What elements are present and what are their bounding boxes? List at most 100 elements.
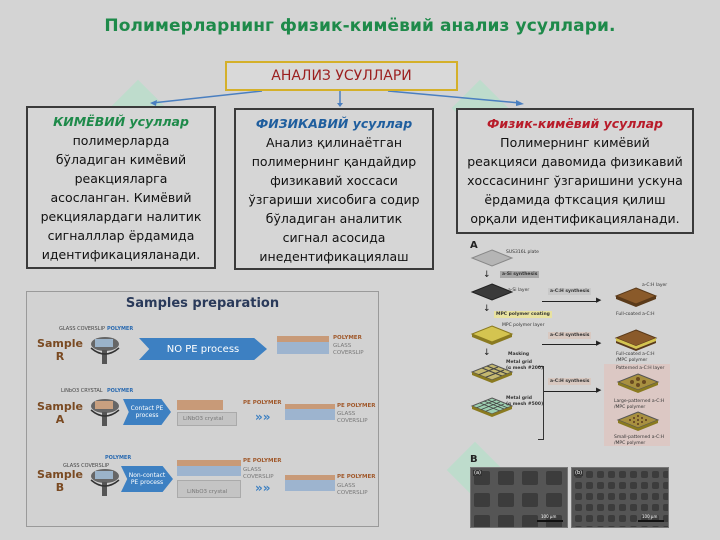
- pe-polymer-label: PE POLYMER: [243, 400, 282, 406]
- result-polymer-label: POLYMER: [333, 335, 362, 341]
- sem-grid-cell: [597, 526, 604, 527]
- sem-grid-cell: [597, 482, 604, 489]
- crystal-block: [177, 480, 241, 498]
- sem-grid-cell: [619, 482, 626, 489]
- sem-tag: (a): [473, 470, 482, 476]
- result-coverslip-label: COVERSLIP: [333, 350, 364, 356]
- sem-grid-cell: [619, 515, 626, 522]
- plate-label: SUS316L plate: [506, 250, 539, 255]
- metal-grid-500-icon: [470, 397, 514, 417]
- pe-polymer-layer: [177, 400, 223, 410]
- sem-grid-cell: [575, 493, 582, 500]
- samples-figure-title: Samples preparation: [125, 296, 280, 311]
- physical-line: сигнал асосида: [282, 230, 386, 245]
- panel-a-letter: A: [470, 240, 478, 251]
- metal-grid-200-icon: [470, 363, 514, 383]
- asi-plate-icon: [470, 283, 514, 301]
- glass-label: GLASS: [243, 467, 262, 473]
- scale-label: 100 μm: [541, 514, 557, 519]
- result-glass-label: GLASS: [337, 411, 356, 417]
- large-patterned-label: Large-patterned a-C:H /MPC polymer: [614, 399, 664, 411]
- sem-grid-cell: [586, 471, 593, 478]
- label-line: Metal grid: [506, 396, 533, 401]
- spin-coater-icon: [90, 337, 120, 364]
- label-line: (α mesh #200): [506, 366, 544, 371]
- down-arrow-icon: ↓: [483, 304, 491, 314]
- process-line: Non-contact: [128, 472, 166, 479]
- sem-grid-cell: [630, 471, 637, 478]
- polymer-layer: [277, 336, 329, 342]
- sem-grid-cell: [586, 526, 593, 527]
- scale-bar: [638, 520, 664, 522]
- chemical-line: сигналллар ёрдамида: [47, 228, 195, 243]
- sem-image-large-pattern: (a) 100 μm: [470, 467, 568, 528]
- physicochemical-line: Полимернинг кимёвий: [500, 135, 650, 150]
- chemical-methods-heading: КИМЁВИЙ усуллар: [53, 114, 189, 129]
- physical-line: инедентификациялаш: [259, 249, 409, 264]
- sem-grid-cell: [498, 471, 514, 485]
- masking-label: Masking: [508, 352, 530, 357]
- contact-pe-process-arrow: Contact PE process: [123, 399, 171, 425]
- right-arrowhead-icon: ▶: [596, 296, 602, 304]
- physicochemical-line: орқали идентификацияланади.: [470, 211, 680, 226]
- sem-image-small-pattern: (b) 100 μm: [571, 467, 669, 528]
- coverslip-label: COVERSLIP: [243, 474, 274, 480]
- sem-grid-cell: [586, 504, 593, 511]
- sem-grid-cell: [663, 471, 668, 478]
- connector-physchem: [387, 90, 521, 104]
- chemical-line: идентификацияланади.: [41, 247, 201, 262]
- sem-grid-cell: [630, 504, 637, 511]
- sem-grid-cell: [586, 493, 593, 500]
- crystal-label: LiNbO3 crystal: [187, 489, 228, 495]
- right-arrowhead-icon: ▶: [596, 386, 602, 394]
- sem-grid-cell: [608, 515, 615, 522]
- sem-grid-cell: [522, 471, 538, 485]
- sem-grid-cell: [575, 482, 582, 489]
- no-pe-process-arrow: NO PE process: [139, 338, 267, 360]
- sem-grid-cell: [546, 493, 562, 507]
- spin-coater-icon: [90, 469, 120, 496]
- sem-grid-cell: [641, 515, 648, 522]
- non-contact-pe-process-arrow: Non-contact PE process: [121, 466, 173, 492]
- label-line: /MPC polymer: [616, 358, 648, 363]
- result-pe-polymer-label: PE POLYMER: [337, 474, 376, 480]
- sem-grid-cell: [498, 515, 514, 527]
- spin-coater-icon: [90, 399, 120, 426]
- pe-polymer-label: PE POLYMER: [243, 458, 282, 464]
- sem-grid-cell: [474, 493, 490, 507]
- sem-grid-cell: [663, 493, 668, 500]
- sample-id: A: [55, 413, 65, 426]
- sem-grid-cell: [630, 526, 637, 527]
- sem-grid-cell: [608, 482, 615, 489]
- sem-grid-cell: [575, 526, 582, 527]
- physical-methods-box: ФИЗИКАВИЙ усуллар Анализ қилинаётган пол…: [234, 108, 434, 270]
- sem-grid-cell: [652, 515, 659, 522]
- sem-grid-cell: [608, 504, 615, 511]
- down-arrow-icon: ↓: [483, 348, 491, 358]
- physical-line: физикавий хоссаси: [270, 173, 398, 188]
- analysis-methods-root: АНАЛИЗ УСУЛЛАРИ: [225, 61, 458, 91]
- sem-tag: (b): [574, 470, 584, 476]
- sample-word: Sample: [37, 400, 83, 413]
- bracket: [538, 366, 544, 440]
- scale-label: 100 μm: [642, 514, 658, 519]
- physical-line: Анализ қилинаётган: [265, 135, 403, 150]
- chemical-line: рекциялардаги налитик: [40, 209, 202, 224]
- sample-r-label: Sample R: [35, 337, 85, 363]
- connector-lines: [150, 90, 524, 107]
- crystal-label: LiNbO3 crystal: [183, 416, 224, 422]
- ach-layer-label: a-C:H layer: [642, 283, 668, 288]
- polymer-label: POLYMER: [107, 388, 134, 394]
- result-glass-label: GLASS: [337, 483, 356, 489]
- sem-grid-cell: [630, 515, 637, 522]
- chevrons-icon: »»: [255, 481, 271, 495]
- full-coated-plate-icon: [614, 287, 658, 307]
- physical-line: бўладиган аналитик: [265, 211, 403, 226]
- process-arrow-line: [544, 391, 598, 392]
- plate-icon: [470, 249, 514, 267]
- full-coated-label: Full-coated a-C:H: [616, 312, 655, 317]
- full-coated-mpc-label: Full-coated a-C:H /MPC polymer: [616, 352, 655, 364]
- sem-grid-cell: [608, 493, 615, 500]
- process-line: PE process: [130, 479, 164, 486]
- glass-coverslip-label: GLASS COVERSLIP: [63, 463, 109, 469]
